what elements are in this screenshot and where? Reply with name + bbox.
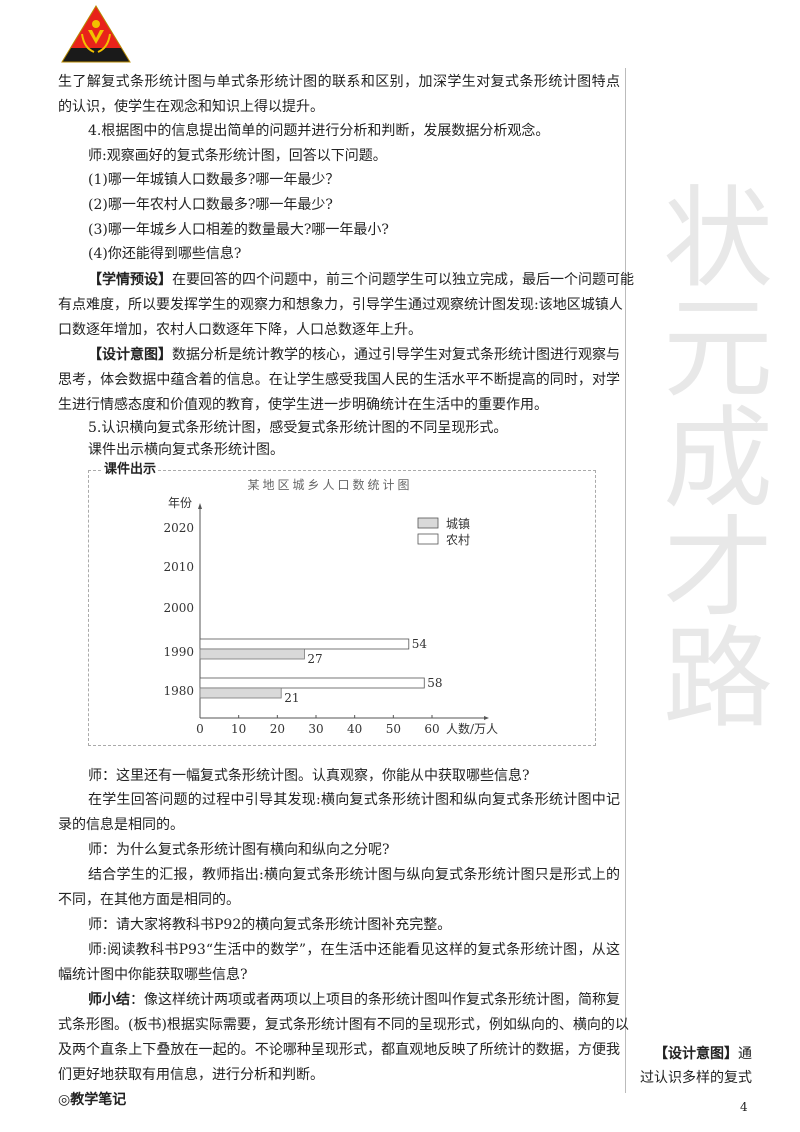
paragraph-line: 4.根据图中的信息提出简单的问题并进行分析和判断，发展数据分析观念。: [88, 123, 550, 139]
sheji-label: 【设计意图】: [88, 347, 172, 363]
y-axis-arrow: [198, 503, 202, 509]
summary-label: 师小结: [88, 992, 130, 1008]
side-label: 【设计意图】: [654, 1046, 738, 1062]
y-axis-label: 年份: [168, 496, 192, 510]
bar-rural: [199, 638, 410, 650]
x-axis-label: 人数/万人: [446, 721, 498, 736]
y-tick-label: 2000: [163, 601, 194, 615]
legend-swatch: [417, 517, 439, 529]
data-label-rural: 58: [427, 676, 442, 690]
paragraph-line: 师：这里还有一幅复式条形统计图。认真观察，你能从中获取哪些信息?: [88, 768, 530, 784]
sheji-line: 生进行情感态度和价值观的教育，使学生进一步明确统计在生活中的重要作用。: [58, 397, 548, 413]
chart-tag: 课件出示: [102, 462, 159, 477]
side-note-line: 【设计意图】通: [632, 1044, 752, 1064]
paragraph-line: 师：为什么复式条形统计图有横向和纵向之分呢?: [88, 842, 390, 858]
x-axis-arrow: [484, 716, 489, 720]
side-note-line: 过认识多样的复式: [640, 1070, 752, 1086]
x-tick-label: 20: [270, 722, 285, 736]
legend-label: 农村: [446, 533, 470, 547]
x-tick-label: 60: [424, 722, 439, 736]
question-2: (2)哪一年农村人口数最多?哪一年最少?: [88, 197, 333, 213]
xueqing-line: 有点难度，所以要发挥学生的观察力和想象力，引导学生通过观察统计图发现:该地区城镇…: [58, 297, 623, 313]
page-number: 4: [740, 1100, 748, 1114]
question-1: (1)哪一年城镇人口数最多?哪一年最少？: [88, 172, 340, 188]
text: 在要回答的四个问题中，前三个问题学生可以独立完成，最后一个问题可能: [172, 272, 634, 288]
logo: [60, 4, 132, 68]
paragraph-line: 在学生回答问题的过程中引导其发现:横向复式条形统计图和纵向复式条形统计图中记: [88, 792, 620, 808]
y-tick-label: 1990: [163, 645, 194, 659]
margin-divider: [625, 68, 626, 1093]
paragraph-line: 课件出示横向复式条形统计图。: [88, 442, 284, 458]
x-tick-label: 30: [308, 722, 323, 736]
paragraph-line: 师:阅读教科书P93“生活中的数学”，在生活中还能看见这样的复式条形统计图，从这: [88, 942, 620, 958]
sheji-line: 思考，体会数据中蕴含着的信息。在让学生感受我国人民的生活水平不断提高的同时，对学: [58, 372, 620, 388]
bar-rural: [199, 677, 425, 689]
summary-line: 式条形图。(板书)根据实际需要，复式条形统计图有不同的呈现形式，例如纵向的、横向…: [58, 1017, 629, 1033]
y-tick-label: 2020: [163, 521, 194, 535]
summary-line: 们更好地获取有用信息，进行分析和判断。: [58, 1067, 324, 1083]
data-label-rural: 54: [412, 637, 428, 651]
x-tick-label: 50: [386, 722, 401, 736]
paragraph-line: 的认识，使学生在观念和知识上得以提升。: [58, 99, 324, 115]
xueqing-line: 口数逐年增加，农村人口数逐年下降，人口总数逐年上升。: [58, 322, 422, 338]
xueqing-line: 【学情预设】在要回答的四个问题中，前三个问题学生可以独立完成，最后一个问题可能: [88, 270, 634, 290]
legend-swatch: [417, 533, 439, 545]
legend-label: 城镇: [446, 517, 470, 531]
paragraph-line: 5.认识横向复式条形统计图，感受复式条形统计图的不同呈现形式。: [88, 420, 508, 436]
sheji-line: 【设计意图】数据分析是统计教学的核心，通过引导学生对复式条形统计图进行观察与: [88, 345, 620, 365]
chart-title: 某地区城乡人口数统计图: [247, 477, 412, 492]
paragraph-line: 不同，在其他方面是相同的。: [58, 892, 240, 908]
paragraph-line: 师:观察画好的复式条形统计图，回答以下问题。: [88, 148, 387, 164]
chart-frame: [88, 470, 596, 746]
y-tick-label: 2010: [163, 560, 194, 574]
text: ：像这样统计两项或者两项以上项目的条形统计图叫作复式条形统计图，简称复: [130, 992, 620, 1008]
paragraph-line: 录的信息是相同的。: [58, 817, 184, 833]
paragraph-line: 结合学生的汇报，教师指出:横向复式条形统计图与纵向复式条形统计图只是形式上的: [88, 867, 620, 883]
paragraph-line: 师：请大家将教科书P92的横向复式条形统计图补充完整。: [88, 917, 452, 933]
summary-line: 师小结：像这样统计两项或者两项以上项目的条形统计图叫作复式条形统计图，简称复: [88, 990, 620, 1010]
bar-urban: [199, 648, 305, 660]
question-3: (3)哪一年城乡人口相差的数量最大?哪一年最小?: [88, 222, 389, 238]
paragraph-line: 幅统计图中你能获取哪些信息?: [58, 967, 248, 983]
notes-heading: ◎教学笔记: [58, 1092, 127, 1108]
data-label-urban: 21: [284, 691, 299, 705]
x-tick-label: 10: [231, 722, 246, 736]
xueqing-label: 【学情预设】: [88, 272, 172, 288]
x-tick-label: 40: [347, 722, 362, 736]
text: 数据分析是统计教学的核心，通过引导学生对复式条形统计图进行观察与: [172, 347, 620, 363]
data-label-urban: 27: [307, 652, 322, 666]
bar-urban: [199, 687, 282, 699]
x-tick-label: 0: [196, 722, 204, 736]
paragraph-line: 生了解复式条形统计图与单式条形统计图的联系和区别，加深学生对复式条形统计图特点: [58, 74, 620, 90]
summary-line: 及两个直条上下叠放在一起的。不论哪种呈现形式，都直观地反映了所统计的数据，方便我: [58, 1042, 620, 1058]
y-tick-label: 1980: [163, 684, 194, 698]
text: 通: [738, 1046, 752, 1062]
question-4: (4)你还能得到哪些信息?: [88, 246, 242, 262]
